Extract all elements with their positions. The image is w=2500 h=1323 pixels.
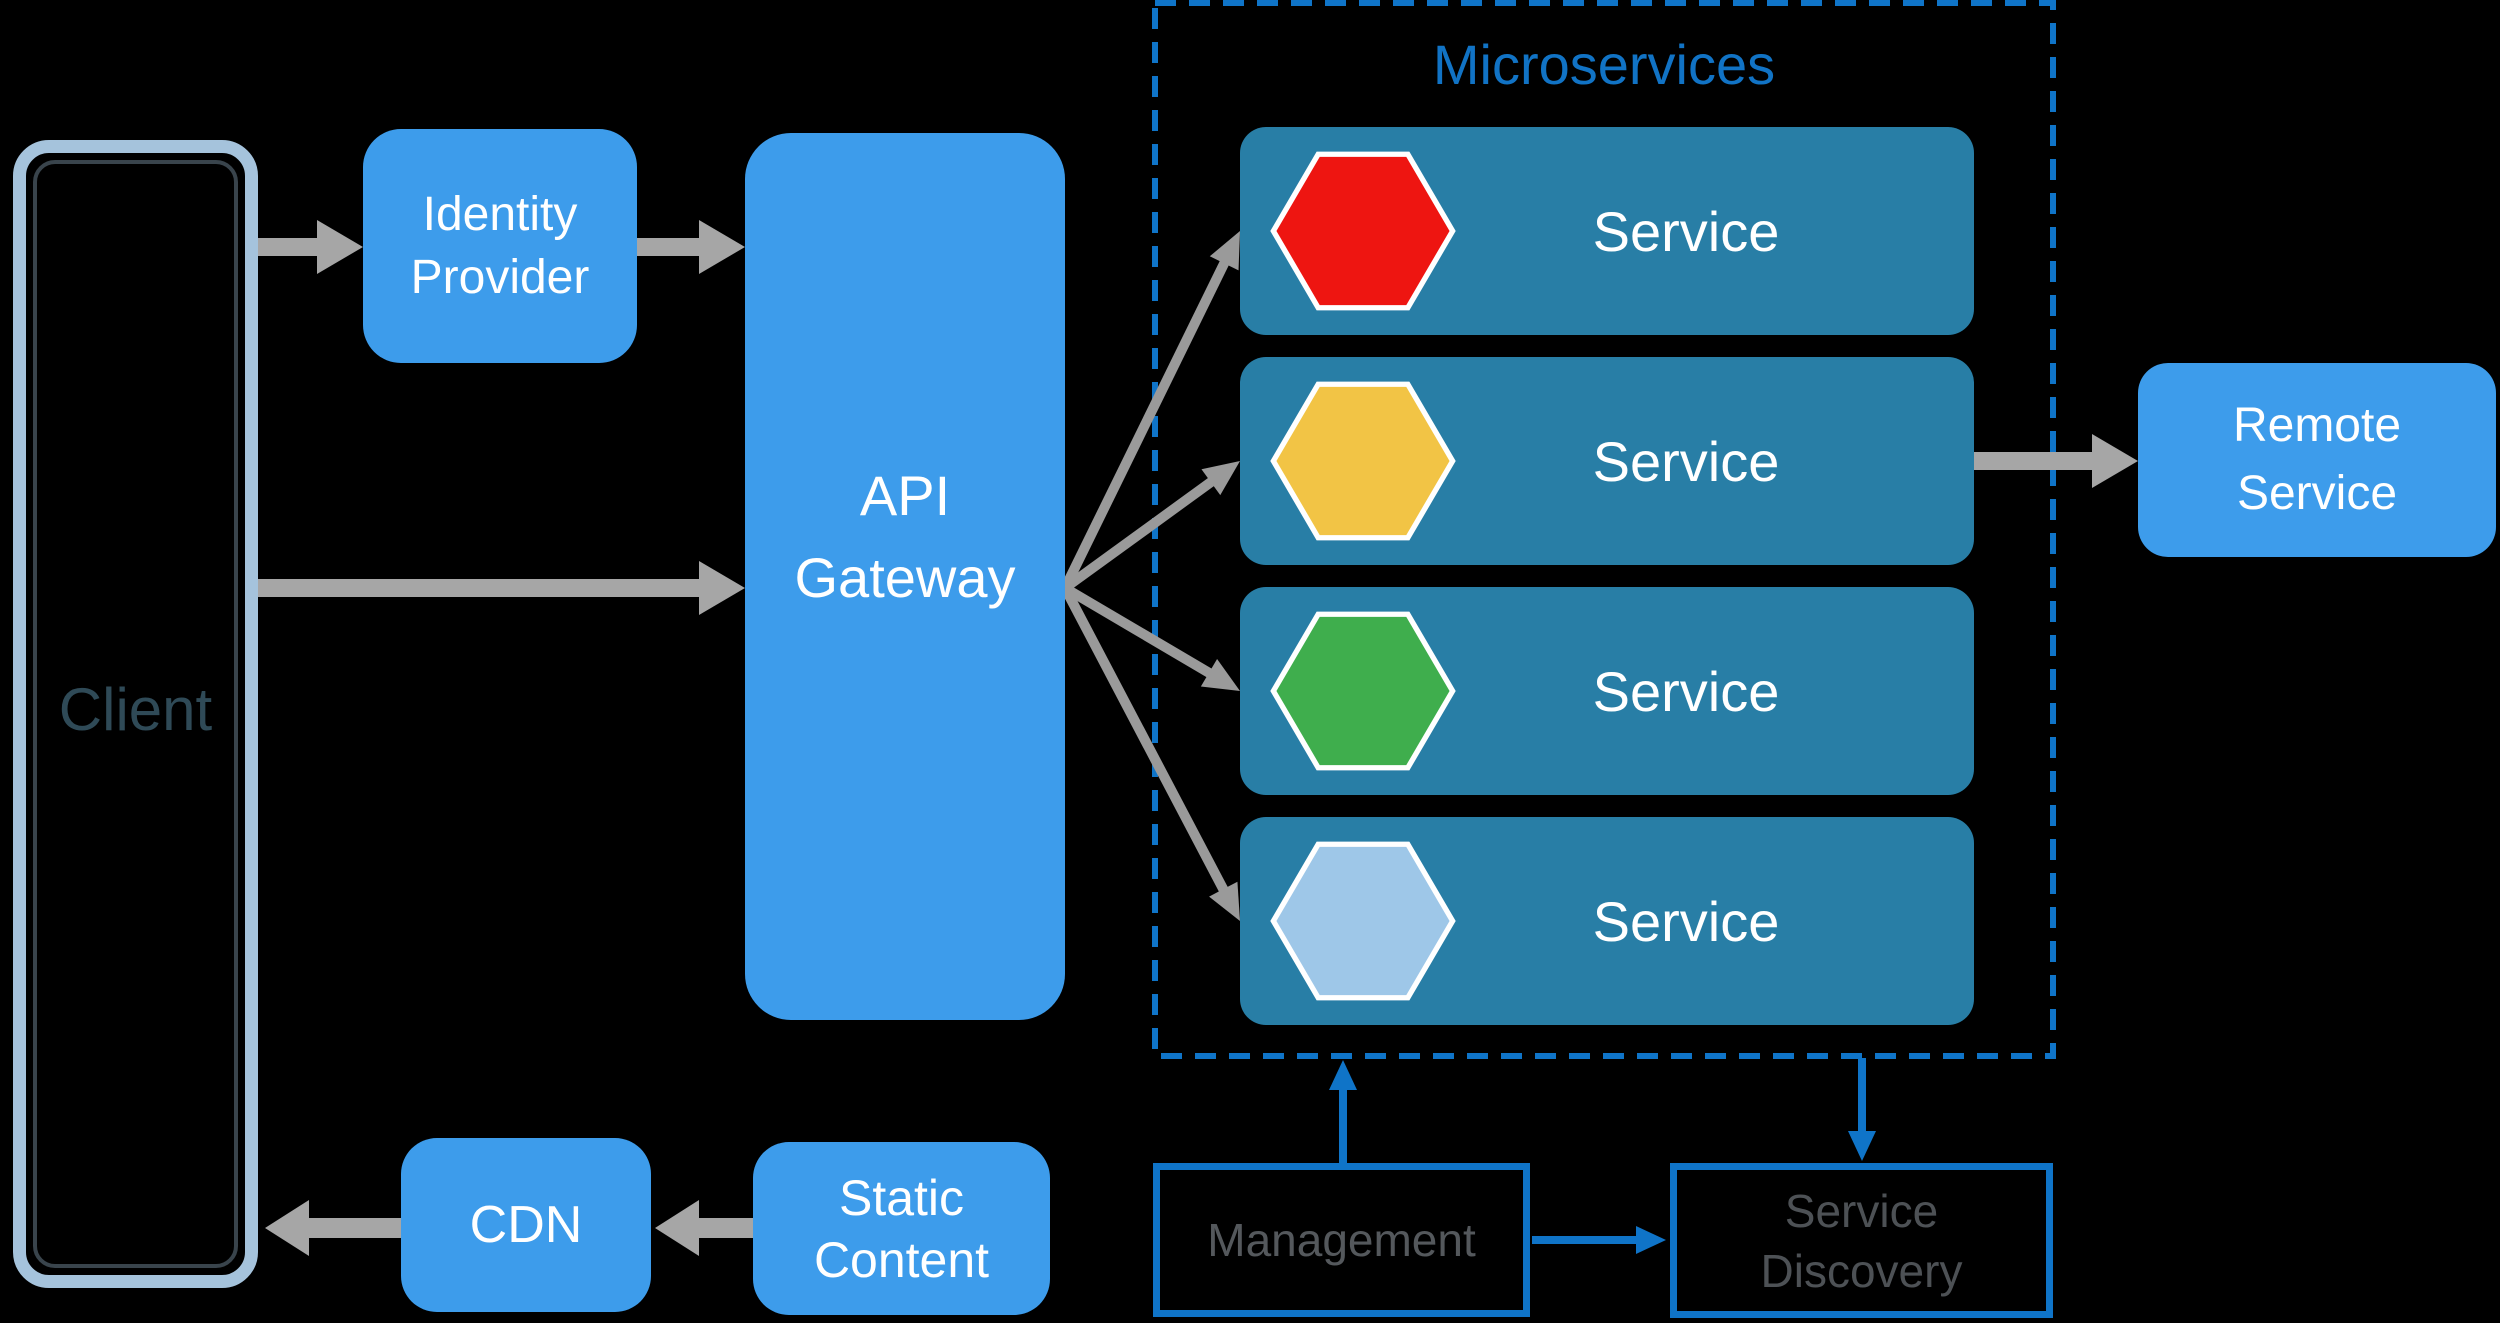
- remote-service-label-line1: Remote: [2232, 399, 2402, 452]
- api-gateway-node: API Gateway: [745, 133, 1065, 1020]
- arrow-identity-provider-to-api-gateway: [637, 220, 745, 274]
- identity-provider-label-line1: Identity: [422, 188, 578, 241]
- management-node: Management: [1153, 1163, 1530, 1317]
- service-label: Service: [1592, 659, 1780, 723]
- service-discovery-node: Service Discovery: [1670, 1163, 2053, 1318]
- api-gateway-label-line2: Gateway: [794, 545, 1016, 609]
- arrow-gateway-to-service-1: [1060, 231, 1240, 591]
- identity-provider-label-line2: Provider: [410, 251, 590, 304]
- api-gateway-label: API Gateway: [795, 455, 1016, 619]
- arrow-static-content-to-cdn: [655, 1200, 753, 1256]
- service-label: Service: [1592, 199, 1780, 263]
- static-content-label-line1: Static: [838, 1169, 965, 1226]
- arrow-service-2-to-remote-service: [1974, 434, 2138, 488]
- client-node: Client: [13, 140, 258, 1288]
- arrow-client-to-api-gateway: [258, 561, 745, 615]
- green-hexagon-icon: [1270, 611, 1456, 771]
- management-label: Management: [1207, 1214, 1476, 1266]
- service-discovery-label-line2: Discovery: [1760, 1244, 1963, 1297]
- identity-provider-node: Identity Provider: [363, 129, 637, 363]
- service-node-4: Service: [1240, 817, 1974, 1025]
- arrow-gateway-to-service-2: [1062, 461, 1240, 593]
- arrow-microservices-to-service-discovery: [1848, 1058, 1876, 1161]
- api-gateway-label-line1: API: [859, 463, 951, 527]
- service-node-2: Service: [1240, 357, 1974, 565]
- arrow-client-to-identity-provider: [258, 220, 363, 274]
- yellow-hexagon-icon: [1270, 381, 1456, 541]
- arrow-management-to-microservices: [1329, 1060, 1357, 1166]
- static-content-label-line2: Content: [813, 1231, 990, 1288]
- microservices-group-title: Microservices: [1432, 33, 1776, 96]
- service-label: Service: [1592, 889, 1780, 953]
- red-hexagon-icon: [1270, 151, 1456, 311]
- service-node-1: Service: [1240, 127, 1974, 335]
- client-label: Client: [58, 676, 213, 743]
- client-inner-outline: [33, 160, 238, 1268]
- static-content-node: Static Content: [753, 1142, 1050, 1315]
- arrow-gateway-to-service-3: [1062, 583, 1240, 691]
- arrow-cdn-to-client: [265, 1200, 401, 1256]
- arrow-management-to-service-discovery: [1532, 1226, 1666, 1254]
- arrow-gateway-to-service-4: [1060, 585, 1240, 921]
- light-blue-hexagon-icon: [1270, 841, 1456, 1001]
- cdn-label: CDN: [469, 1196, 583, 1254]
- service-node-3: Service: [1240, 587, 1974, 795]
- cdn-node: CDN: [401, 1138, 651, 1312]
- service-discovery-label-line1: Service: [1784, 1184, 1939, 1237]
- remote-service-label-line2: Service: [2236, 467, 2398, 520]
- remote-service-node: Remote Service: [2138, 363, 2496, 557]
- service-label: Service: [1592, 429, 1780, 493]
